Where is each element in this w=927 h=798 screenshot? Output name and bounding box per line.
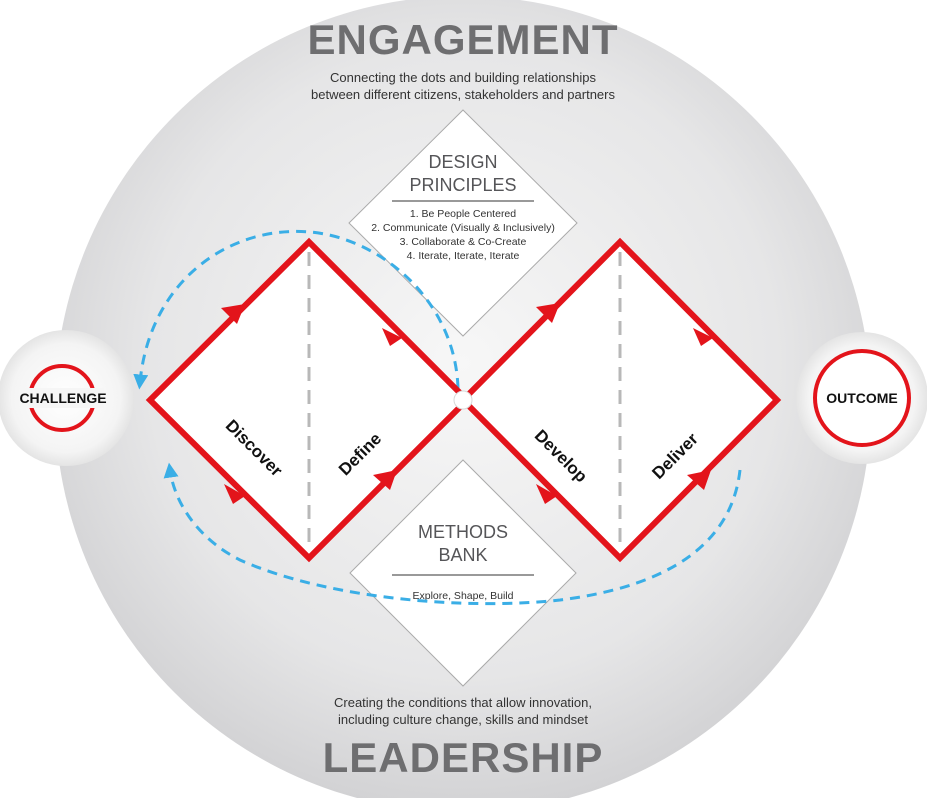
outcome-node: OUTCOME [796,332,927,464]
design-principles-item-1: 1. Be People Centered [410,208,516,220]
design-principles-item-2: 2. Communicate (Visually & Inclusively) [371,222,555,234]
design-principles-box: DESIGN PRINCIPLES 1. Be People Centered … [348,109,578,337]
methods-bank-text: Explore, Shape, Build [413,590,514,602]
design-principles-title-line2: PRINCIPLES [409,175,516,195]
engagement-subtitle-line2: between different citizens, stakeholders… [311,87,615,102]
challenge-label: CHALLENGE [19,390,106,406]
leadership-subtitle-line2: including culture change, skills and min… [338,712,588,727]
methods-bank-title-line2: BANK [438,545,487,565]
methods-bank-box: METHODS BANK Explore, Shape, Build [349,459,577,687]
engagement-subtitle-line1: Connecting the dots and building relatio… [330,70,596,85]
arrow-define-up [373,470,397,490]
engagement-title: ENGAGEMENT [307,16,618,63]
arrow-discover-down [224,484,245,504]
junction-dot [453,390,473,410]
challenge-node: CHALLENGE [0,330,134,466]
arrow-define-down [382,328,402,346]
outcome-label: OUTCOME [826,390,898,406]
leadership-title: LEADERSHIP [323,734,604,781]
outcome-ring [813,349,911,447]
arrow-deliver-down [693,328,713,346]
arrow-develop-up [536,303,560,323]
arrow-deliver-up [687,470,711,490]
methods-bank-title-line1: METHODS [418,522,508,542]
arrow-develop-down [536,484,557,504]
arrow-discover-up [221,304,245,324]
design-principles-item-3: 3. Collaborate & Co-Create [400,236,527,248]
leadership-subtitle-line1: Creating the conditions that allow innov… [334,695,592,710]
design-principles-item-4: 4. Iterate, Iterate, Iterate [407,250,520,262]
design-principles-title-line1: DESIGN [428,152,497,172]
